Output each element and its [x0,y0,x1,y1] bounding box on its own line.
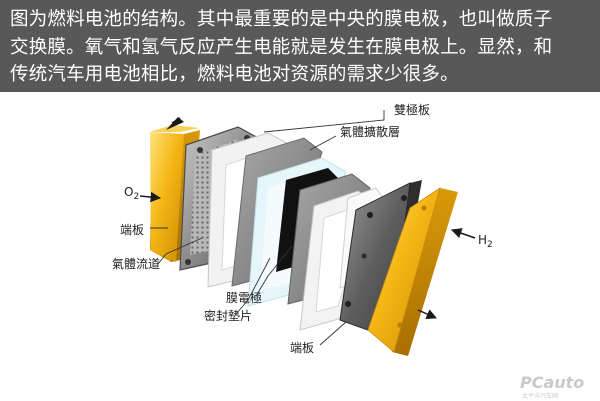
h2-in-arrow [451,228,476,239]
label-end-plate-right: 端板 [290,341,314,355]
label-o2: O2 [124,185,139,202]
caption-line-1: 图为燃料电池的结构。其中最重要的是中央的膜电极，也叫做质子 [10,9,553,30]
fuel-cell-diagram: 雙極板 氣體擴散層 O2 H2 端板 氣體流道 膜電極 密封墊片 端板 PCau… [112,102,584,400]
o2-in-arrow [139,191,162,203]
label-gasket: 密封墊片 [204,308,252,323]
h2-out-arrow [417,309,437,319]
label-end-plate-left: 端板 [120,223,144,237]
arrow-head-top-left [166,117,184,130]
caption-line-3: 传统汽车用电池相比，燃料电池对资源的需求少很多。 [10,64,459,85]
label-h2: H2 [478,233,493,250]
leader-lines [150,110,385,346]
end-plate-right [367,187,458,356]
label-bipolar-plate: 雙極板 [394,102,430,117]
caption-bar: 图为燃料电池的结构。其中最重要的是中央的膜电极，也叫做质子 交换膜。氧气和氢气反… [0,0,600,92]
caption-line-2: 交换膜。氧气和氢气反应产生电能就是发生在膜电极上。显然，和 [10,37,553,58]
label-flow-channel: 氣體流道 [112,257,160,271]
label-mea: 膜電極 [226,290,262,305]
watermark-text: PCauto [520,373,584,392]
label-gas-diffusion-layer: 氣體擴散層 [340,124,400,139]
pcauto-logo: PCauto 太平洋汽车网 [520,373,584,400]
watermark-subtext: 太平洋汽车网 [522,392,558,400]
